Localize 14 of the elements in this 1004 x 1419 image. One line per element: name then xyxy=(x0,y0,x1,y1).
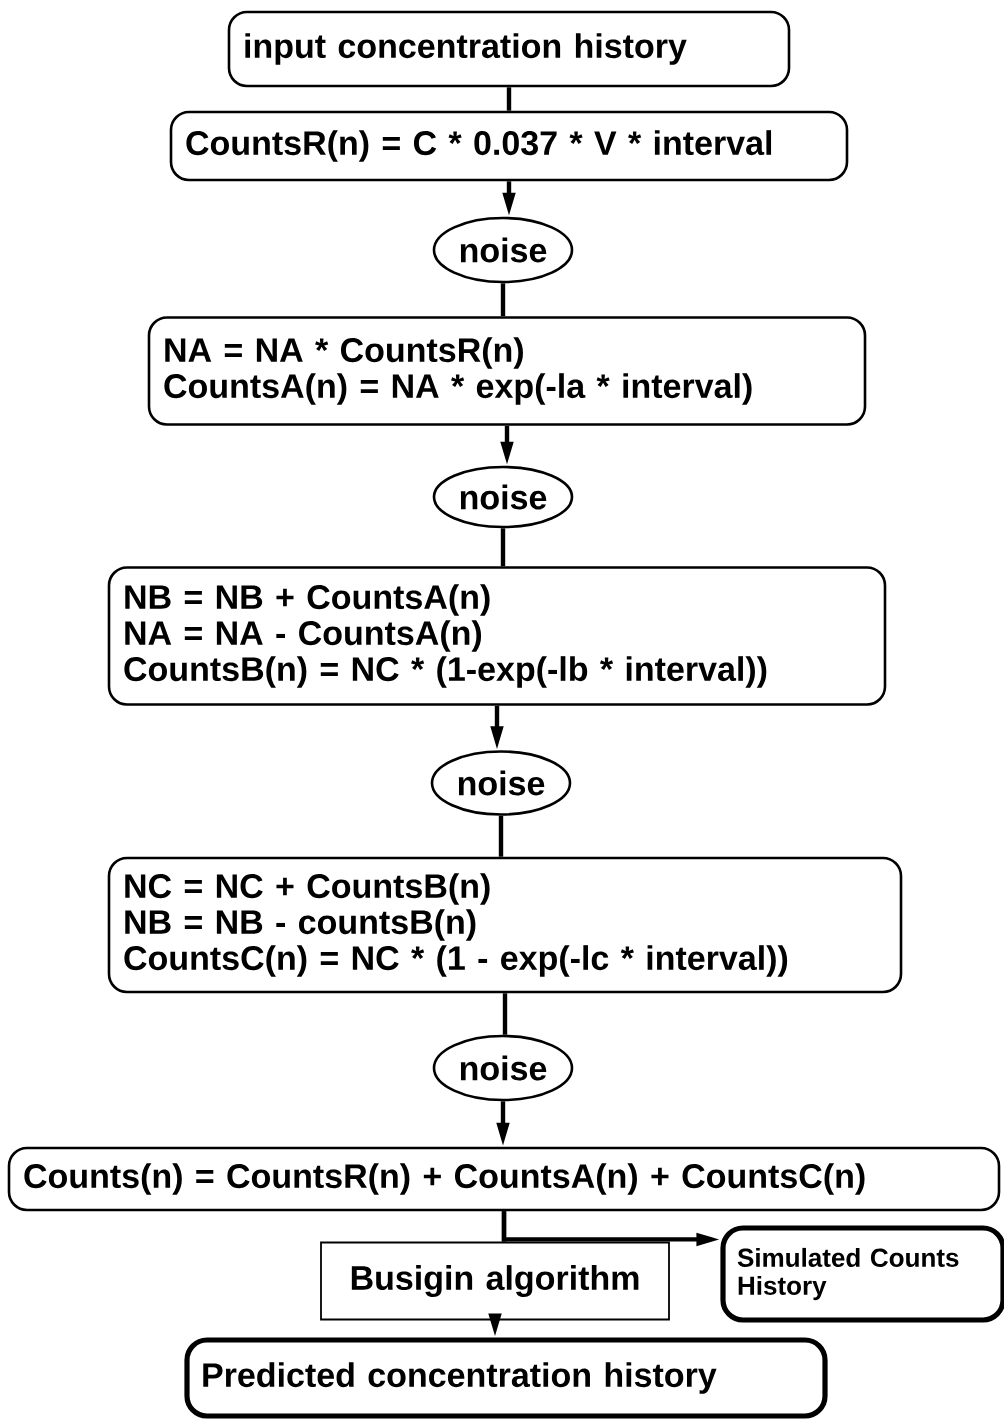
connector xyxy=(498,815,504,857)
process-box: NA = NA * CountsR(n) CountsA(n) = NA * exp(-la * interval) xyxy=(147,316,867,426)
connector xyxy=(502,993,508,1035)
connector xyxy=(500,283,506,317)
process-box: CountsR(n) = C * 0.037 * V * interval xyxy=(169,110,849,182)
process-box: NC = NC + CountsB(n) NB = NB - countsB(n) CountsC(n) = NC * (1 - exp(-lc * interval)) xyxy=(107,856,903,994)
connector xyxy=(506,87,512,111)
process-box: Counts(n) = CountsR(n) + CountsA(n) + CountsC(n) xyxy=(7,1146,1001,1212)
process-box: input concentration history xyxy=(227,10,791,88)
algorithm-box: Busigin algorithm xyxy=(320,1241,670,1321)
result-box: Simulated Counts History xyxy=(720,1225,1004,1323)
process-box: NB = NB + CountsA(n) NA = NA - CountsA(n) CountsB(n) = NC * (1-exp(-lb * interval)) xyxy=(107,566,887,706)
connector xyxy=(500,528,506,567)
result-box: Predicted concentration history xyxy=(184,1337,828,1419)
